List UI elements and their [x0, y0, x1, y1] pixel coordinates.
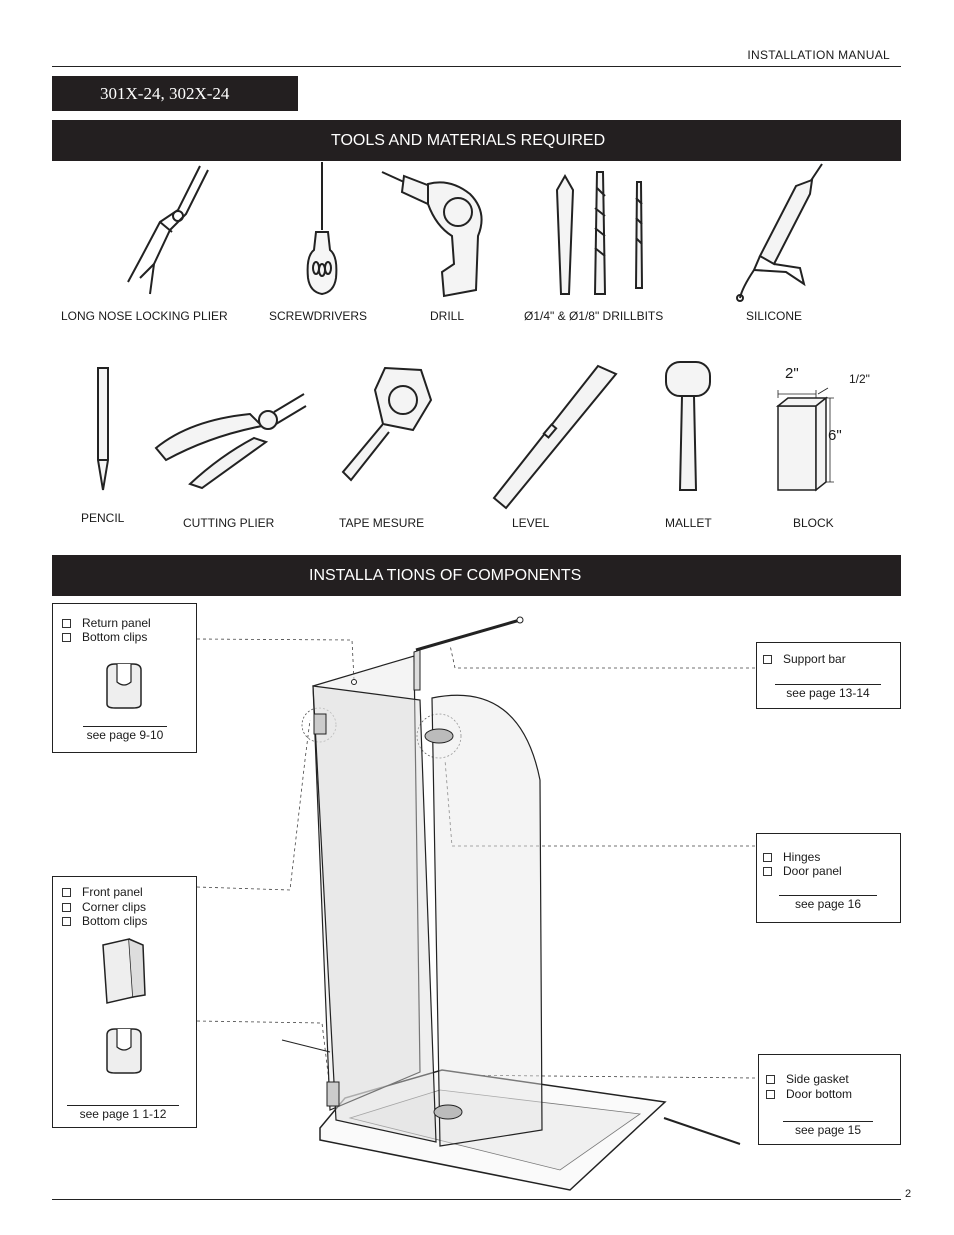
- callout-box-support-bar: Support bar see page 13-14: [756, 642, 901, 709]
- tape-measure-icon: [341, 366, 433, 482]
- tools-section-banner: TOOLS AND MATERIALS REQUIRED: [52, 120, 901, 161]
- tool-label-drill: DRILL: [430, 309, 465, 323]
- components-section-banner: INSTALLA TIONS OF COMPONENTS: [52, 555, 901, 596]
- block-height-dimension: 6": [828, 427, 842, 444]
- mallet-icon: [665, 361, 711, 491]
- tool-label-cutting-plier: CUTTING PLIER: [183, 516, 275, 530]
- callout-item: Side gasket: [766, 1072, 849, 1086]
- callout-item: Door bottom: [766, 1087, 852, 1101]
- see-page-reference: see page 15: [783, 1121, 873, 1137]
- drill-icon: [381, 171, 483, 298]
- tool-label-mallet: MALLET: [665, 516, 712, 530]
- callout-item: Hinges: [763, 850, 820, 864]
- tool-label-locking-plier: LONG NOSE LOCKING PLIER: [61, 309, 228, 323]
- page-number: 2: [905, 1188, 912, 1200]
- see-page-reference: see page 13-14: [775, 684, 881, 700]
- bottom-clip-icon: [106, 663, 142, 709]
- screwdriver-icon: [306, 162, 338, 296]
- callout-item: Support bar: [763, 652, 846, 666]
- header-divider: [52, 66, 901, 67]
- callout-item: Bottom clips: [62, 630, 147, 644]
- tool-label-level: LEVEL: [512, 516, 550, 530]
- callout-item: Front panel: [62, 885, 143, 899]
- tool-label-block: BLOCK: [793, 516, 834, 530]
- model-number-banner: 301X-24, 302X-24: [52, 76, 298, 111]
- tool-label-silicone: SILICONE: [746, 309, 803, 323]
- checkbox-icon: [62, 917, 71, 926]
- callout-item: Corner clips: [62, 900, 146, 914]
- callout-box-front-panel: Front panel Corner clips Bottom clips se…: [52, 876, 197, 1128]
- tool-label-tape-measure: TAPE MESURE: [339, 516, 425, 530]
- callout-box-return-panel: Return panel Bottom clips see page 9-10: [52, 603, 197, 753]
- bottom-clip-icon: [106, 1028, 142, 1074]
- checkbox-icon: [62, 903, 71, 912]
- checkbox-icon: [763, 853, 772, 862]
- footer-divider: [52, 1199, 901, 1200]
- checkbox-icon: [763, 655, 772, 664]
- block-width-dimension: 2": [785, 365, 799, 382]
- checkbox-icon: [763, 867, 772, 876]
- cutting-plier-icon: [154, 393, 307, 490]
- callout-item: Door panel: [763, 864, 842, 878]
- checkbox-icon: [62, 633, 71, 642]
- checkbox-icon: [766, 1090, 775, 1099]
- caulking-gun-icon: [736, 163, 823, 302]
- see-page-reference: see page 9-10: [83, 726, 167, 742]
- manual-title: INSTALLATION MANUAL: [747, 48, 890, 62]
- corner-clip-icon: [102, 938, 146, 1004]
- tool-label-pencil: PENCIL: [81, 511, 125, 525]
- tool-label-screwdrivers: SCREWDRIVERS: [269, 309, 368, 323]
- see-page-reference: see page 1 1-12: [67, 1105, 179, 1121]
- components-section-title: INSTALLA TIONS OF COMPONENTS: [309, 567, 582, 584]
- locking-plier-icon: [127, 165, 209, 295]
- checkbox-icon: [766, 1075, 775, 1084]
- tool-label-drillbits: Ø1/4" & Ø1/8" DRILLBITS: [524, 309, 664, 323]
- tools-section-title: TOOLS AND MATERIALS REQUIRED: [331, 132, 606, 149]
- block-depth-dimension: 1/2": [849, 372, 870, 386]
- level-icon: [492, 364, 618, 510]
- see-page-reference: see page 16: [779, 895, 877, 911]
- callout-item: Bottom clips: [62, 914, 147, 928]
- callout-item: Return panel: [62, 616, 151, 630]
- drillbits-icon: [555, 171, 644, 295]
- callout-box-hinges: Hinges Door panel see page 16: [756, 833, 901, 923]
- callout-box-side-gasket: Side gasket Door bottom see page 15: [758, 1054, 901, 1145]
- block-icon: [775, 387, 834, 492]
- checkbox-icon: [62, 888, 71, 897]
- checkbox-icon: [62, 619, 71, 628]
- pencil-icon: [97, 367, 109, 491]
